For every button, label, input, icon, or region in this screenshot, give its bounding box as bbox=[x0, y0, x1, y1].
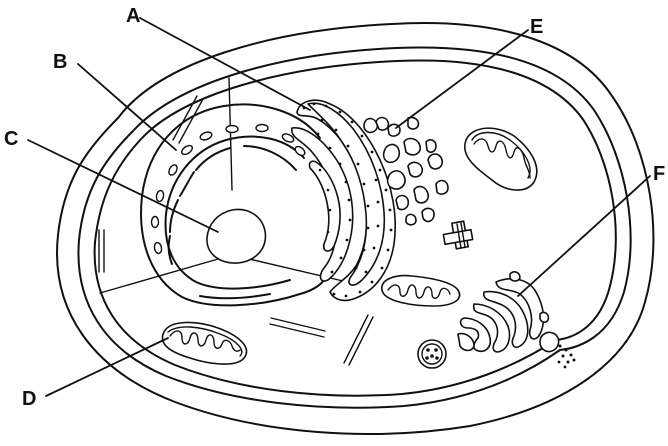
leader-c bbox=[28, 140, 218, 232]
mitochondrion-upper bbox=[465, 128, 537, 190]
rough-endoplasmic-reticulum bbox=[292, 100, 395, 300]
exocytosis-vesicle bbox=[540, 332, 559, 351]
label-b: B bbox=[53, 51, 67, 73]
label-c: C bbox=[4, 128, 18, 150]
leader-e bbox=[396, 30, 528, 128]
mitochondrion-lower bbox=[162, 322, 246, 364]
label-a: A bbox=[126, 5, 140, 27]
label-f: F bbox=[653, 163, 665, 185]
centriole bbox=[443, 221, 472, 249]
cell-wall bbox=[57, 23, 653, 434]
leader-d bbox=[46, 338, 168, 396]
leader-a bbox=[140, 18, 310, 110]
nucleolus bbox=[207, 209, 266, 263]
golgi-apparatus bbox=[458, 272, 548, 352]
label-e: E bbox=[530, 16, 543, 38]
label-d: D bbox=[22, 388, 36, 410]
mitochondrion-middle bbox=[382, 276, 460, 306]
peroxisome bbox=[418, 340, 446, 368]
